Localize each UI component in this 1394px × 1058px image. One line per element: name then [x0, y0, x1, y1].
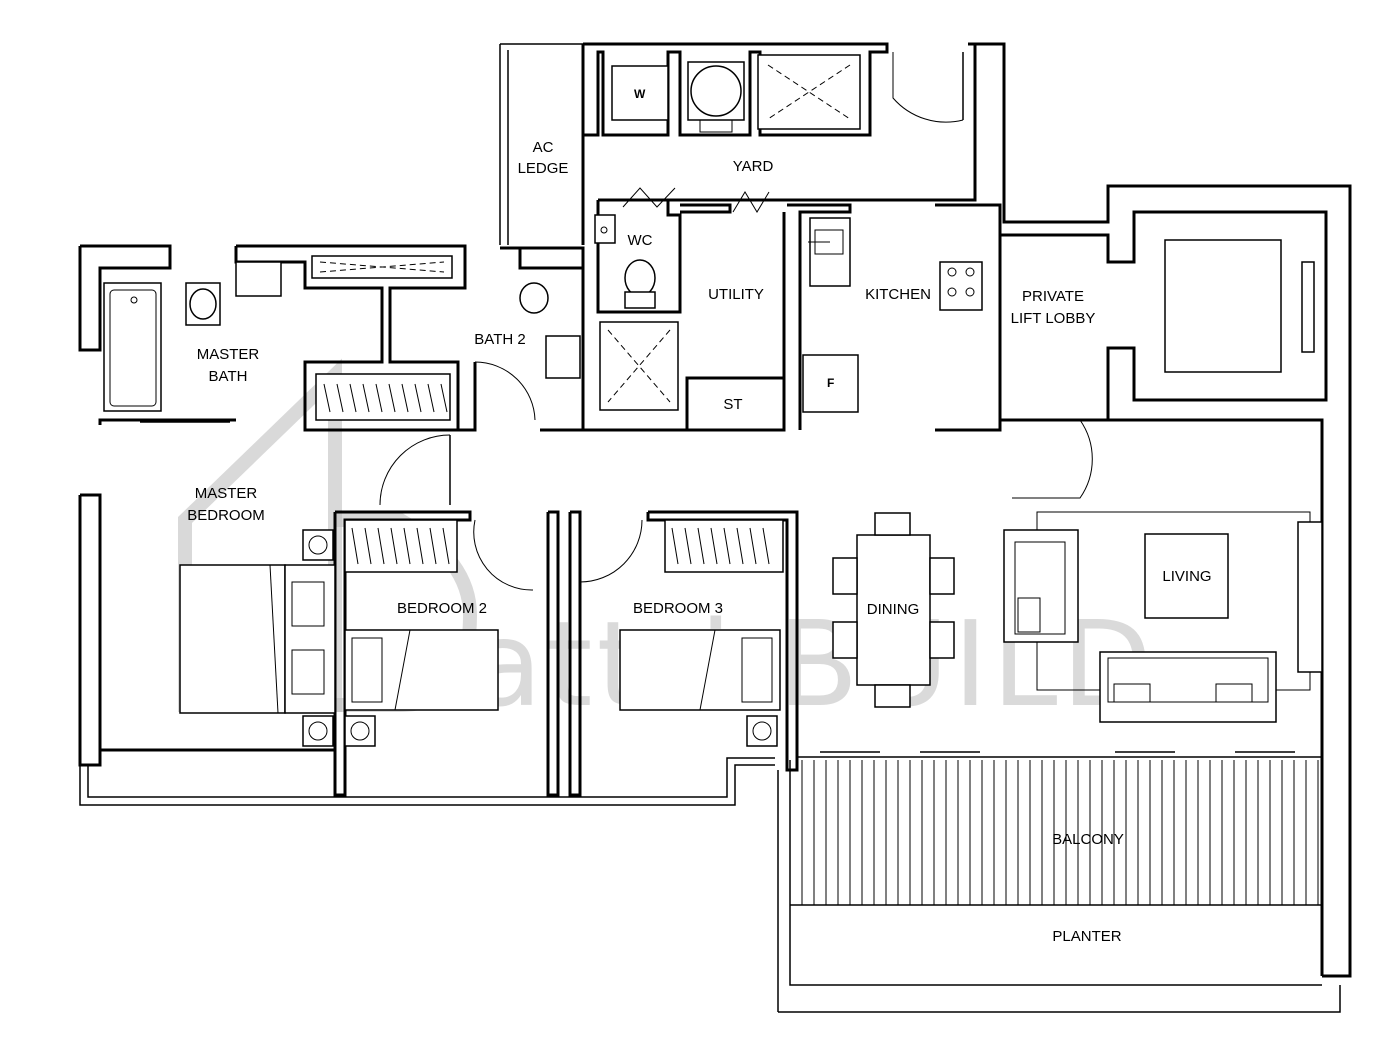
label-ac-ledge-line1: AC	[533, 139, 554, 156]
label-master-bedroom-line1: MASTER	[195, 485, 258, 502]
label-bedroom3: BEDROOM 3	[633, 600, 723, 617]
bath2-toilet	[519, 282, 549, 314]
lobby-door-swing	[1012, 419, 1093, 499]
bath2-basin	[545, 335, 581, 379]
label-wc: WC	[628, 232, 653, 249]
wardrobe-hanger	[671, 527, 679, 565]
shower	[599, 321, 679, 411]
balcony-decking	[801, 760, 1319, 905]
tv-console	[1297, 521, 1323, 673]
label-kitchen: KITCHEN	[865, 286, 931, 303]
fridge-label: F	[827, 376, 834, 390]
wardrobe-hanger	[401, 383, 409, 413]
bedroom3-wardrobe	[664, 519, 784, 573]
wardrobe-hanger	[762, 527, 770, 565]
label-yard: YARD	[733, 158, 774, 175]
wardrobe-hanger	[749, 527, 757, 565]
label-master-bath-line2: BATH	[209, 368, 248, 385]
master-bed	[179, 564, 286, 714]
label-ac-ledge-line2: LEDGE	[518, 160, 569, 177]
wardrobe-hanger	[697, 527, 705, 565]
bedroom2-door-swing	[473, 519, 534, 591]
wardrobe-hanger	[442, 527, 450, 565]
utility-bifold-door	[732, 191, 770, 213]
sofa	[1099, 651, 1277, 723]
bathtub	[103, 282, 162, 412]
wardrobe-hanger	[723, 527, 731, 565]
bedroom3-bed	[619, 629, 781, 711]
wardrobe-hanger	[414, 383, 422, 413]
room-labels: AC LEDGE YARD WC UTILITY KITCHEN PRIVATE…	[187, 139, 1211, 945]
label-private-lift-lobby-line1: PRIVATE	[1022, 288, 1084, 305]
master-toilet	[189, 288, 217, 320]
label-bedroom2: BEDROOM 2	[397, 600, 487, 617]
master-wardrobe	[315, 373, 451, 421]
label-balcony: BALCONY	[1052, 831, 1124, 848]
bedroom3-door-swing	[579, 519, 643, 583]
wardrobe-hanger	[377, 527, 385, 565]
label-master-bath-line1: MASTER	[197, 346, 260, 363]
wardrobe-hanger	[375, 383, 383, 413]
label-st: ST	[723, 396, 742, 413]
master-headboard	[284, 564, 336, 714]
master-bedroom-door-swing	[379, 434, 451, 506]
fridge	[802, 354, 859, 413]
wardrobe-hanger	[403, 527, 411, 565]
wardrobe-hanger	[364, 527, 372, 565]
wardrobe-hanger	[388, 383, 396, 413]
wardrobe-hanger	[427, 383, 435, 413]
wardrobe-hanger	[323, 383, 331, 413]
wardrobe-hanger	[736, 527, 744, 565]
wc-toilet	[624, 259, 656, 297]
label-living: LIVING	[1162, 568, 1211, 585]
fixtures: W F	[103, 52, 1323, 753]
bedroom2-wardrobe	[344, 519, 458, 573]
wardrobe-hanger	[349, 383, 357, 413]
wardrobe-hanger	[416, 527, 424, 565]
label-bath2: BATH 2	[474, 331, 525, 348]
label-utility: UTILITY	[708, 286, 764, 303]
wardrobe-hanger	[440, 383, 448, 413]
dryer-drum	[690, 65, 742, 117]
wardrobe-hanger	[710, 527, 718, 565]
wc-basin	[594, 214, 616, 244]
kitchen-sink	[809, 217, 851, 287]
label-dining: DINING	[867, 601, 920, 618]
lift-panel	[1301, 261, 1315, 353]
armchair	[1003, 529, 1079, 643]
coffee-table	[1144, 533, 1229, 619]
bath2-door-swing	[474, 361, 536, 421]
master-basin	[235, 261, 282, 297]
label-planter: PLANTER	[1052, 928, 1121, 945]
wardrobe-hanger	[336, 383, 344, 413]
yard-floor-trap	[757, 54, 861, 130]
label-private-lift-lobby-line2: LIFT LOBBY	[1011, 310, 1096, 327]
wardrobe-hanger	[429, 527, 437, 565]
lift-car	[1164, 239, 1282, 373]
washer-label: W	[634, 87, 646, 101]
washer-box	[611, 65, 669, 121]
bedroom2-bed	[344, 629, 499, 711]
stove	[939, 261, 983, 311]
wardrobe-hanger	[351, 527, 359, 565]
wardrobe-hanger	[684, 527, 692, 565]
wardrobe-hanger	[362, 383, 370, 413]
walls	[78, 42, 1352, 1013]
label-master-bedroom-line2: BEDROOM	[187, 507, 265, 524]
yard-door-swing	[892, 52, 964, 123]
wc-bifold-door	[622, 187, 676, 208]
wardrobe-hanger	[390, 527, 398, 565]
